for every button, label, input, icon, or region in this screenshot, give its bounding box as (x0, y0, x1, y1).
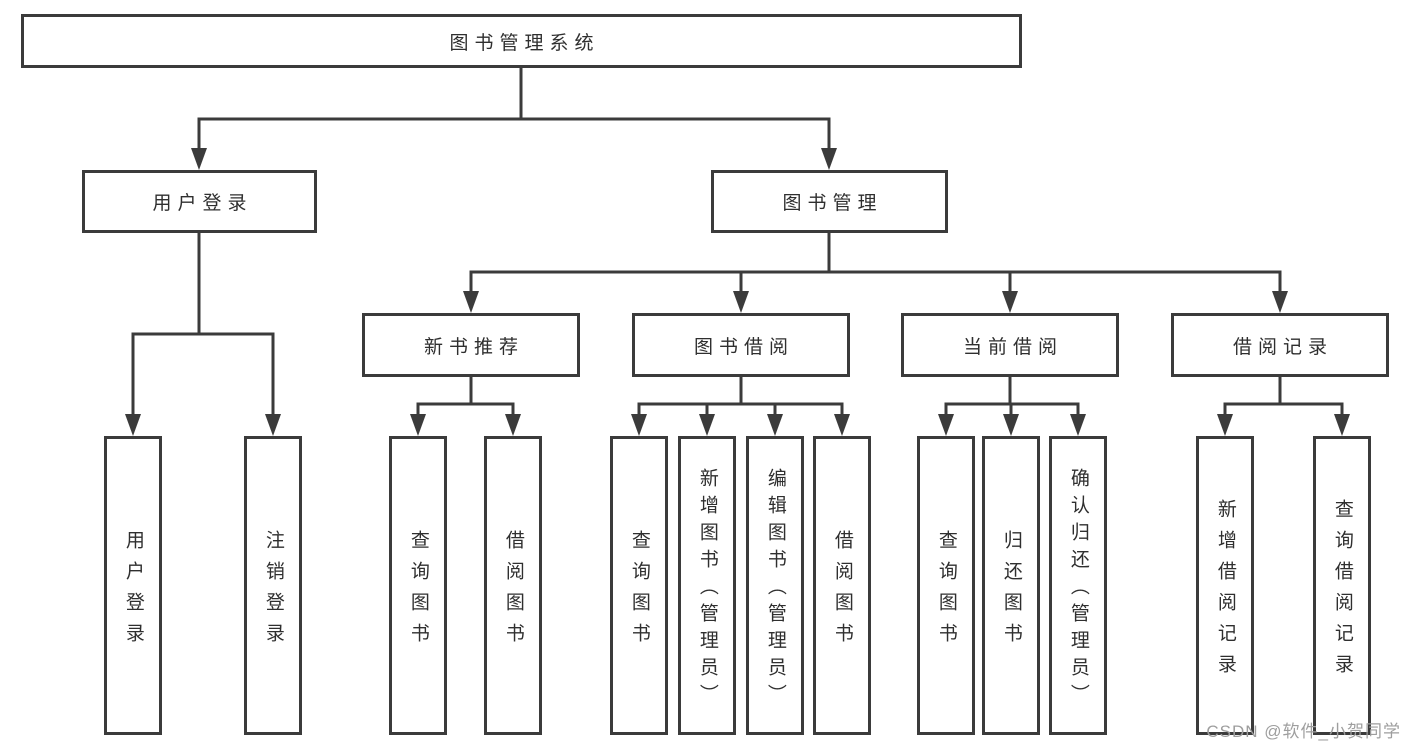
leaf-query-books-1: 查询图书 (389, 436, 447, 735)
node-book-borrow: 图书借阅 (632, 313, 850, 377)
leaf-return-books: 归还图书 (982, 436, 1040, 735)
connector-root-to-level1 (191, 68, 837, 170)
leaf-confirm-return-admin: 确认归还（管理员） (1049, 436, 1107, 735)
node-root: 图书管理系统 (21, 14, 1022, 68)
node-borrow-records-label: 借阅记录 (1232, 336, 1333, 358)
leaf-query-books-1-label: 查询图书 (407, 529, 429, 654)
leaf-add-books-admin: 新增图书（管理员） (678, 436, 736, 735)
leaf-return-books-label: 归还图书 (1000, 529, 1022, 654)
connector-user-login-branch (125, 233, 281, 436)
leaf-query-books-2-label: 查询图书 (628, 529, 650, 654)
leaf-query-books-3: 查询图书 (917, 436, 975, 735)
watermark: CSDN @软件_小贺同学 (1206, 722, 1401, 741)
leaf-borrow-books-2: 借阅图书 (813, 436, 871, 735)
leaf-logout-login: 注销登录 (244, 436, 302, 735)
node-new-book-recommend: 新书推荐 (362, 313, 580, 377)
leaf-add-borrow-record: 新增借阅记录 (1196, 436, 1254, 735)
leaf-query-books-2: 查询图书 (610, 436, 668, 735)
node-root-label: 图书管理系统 (449, 32, 600, 54)
node-user-login-label: 用户登录 (152, 193, 253, 214)
node-current-borrow-label: 当前借阅 (962, 336, 1063, 358)
node-book-manage-label: 图书管理 (782, 193, 883, 214)
leaf-add-books-admin-label: 新增图书（管理员） (696, 468, 718, 711)
node-borrow-records: 借阅记录 (1171, 313, 1389, 377)
connector-book-manage-branch (463, 233, 1288, 313)
node-user-login: 用户登录 (82, 170, 317, 233)
connector-borrow-record-branch (1217, 377, 1350, 436)
connector-new-book-branch (410, 377, 521, 436)
leaf-query-books-3-label: 查询图书 (935, 529, 957, 654)
node-current-borrow: 当前借阅 (901, 313, 1119, 377)
leaf-logout-login-label: 注销登录 (262, 529, 284, 654)
leaf-user-login: 用户登录 (104, 436, 162, 735)
leaf-edit-books-admin-label: 编辑图书（管理员） (764, 468, 786, 711)
leaf-borrow-books-1-label: 借阅图书 (502, 529, 524, 654)
node-book-manage: 图书管理 (711, 170, 948, 233)
connector-current-borrow-branch (938, 377, 1086, 436)
node-book-borrow-label: 图书借阅 (693, 336, 794, 358)
leaf-edit-books-admin: 编辑图书（管理员） (746, 436, 804, 735)
leaf-confirm-return-admin-label: 确认归还（管理员） (1067, 468, 1089, 711)
leaf-user-login-label: 用户登录 (122, 529, 144, 654)
leaf-add-borrow-record-label: 新增借阅记录 (1214, 498, 1236, 685)
leaf-query-borrow-record-label: 查询借阅记录 (1331, 498, 1353, 685)
leaf-query-borrow-record: 查询借阅记录 (1313, 436, 1371, 735)
leaf-borrow-books-1: 借阅图书 (484, 436, 542, 735)
leaf-borrow-books-2-label: 借阅图书 (831, 529, 853, 654)
connector-book-borrow-branch (631, 377, 850, 436)
node-new-book-recommend-label: 新书推荐 (423, 336, 524, 358)
